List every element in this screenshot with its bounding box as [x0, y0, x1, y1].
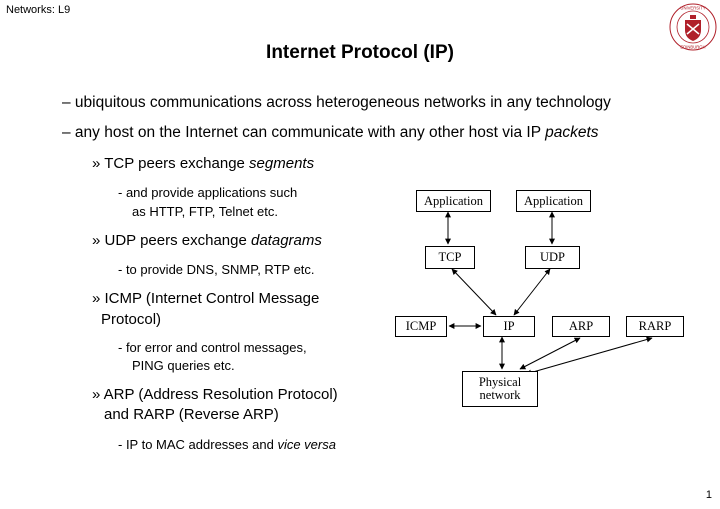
icmp-label: ICMP	[405, 319, 437, 333]
bullet-ubiquitous: – ubiquitous communications across heter…	[62, 94, 611, 111]
segments-word: segments	[249, 155, 315, 172]
bullet-icmp-1: » ICMP (Internet Control Message	[92, 290, 320, 307]
application-label-left: Application	[423, 194, 483, 208]
udp-label: UDP	[539, 250, 565, 264]
physical-label: Physical	[478, 375, 522, 389]
application-box-right: Application	[516, 190, 591, 212]
rarp-box: RARP	[626, 316, 684, 337]
arp-box: ARP	[552, 316, 610, 337]
tcp-box: TCP	[425, 246, 475, 269]
tcp-sub-2: as HTTP, FTP, Telnet etc.	[132, 204, 278, 219]
page-number: 1	[705, 489, 712, 501]
tcp-sub-1: - and provide applications such	[118, 185, 298, 200]
packets-word: packets	[545, 124, 599, 141]
svg-text:UNIVERSITY: UNIVERSITY	[680, 6, 705, 11]
udp-sub-1: - to provide DNS, SNMP, RTP etc.	[118, 262, 315, 277]
protocol-stack-diagram: Application Application TCP UDP ICMP IP …	[380, 180, 710, 420]
university-crest-icon: UNIVERSITY EDINBURGH	[669, 3, 717, 51]
arp-sub: - IP to MAC addresses and vice versa	[118, 437, 336, 452]
physical-network-box: Physical network	[462, 371, 538, 407]
arp-sub-text: - IP to MAC addresses and	[118, 437, 278, 452]
bullet-arp-2: and RARP (Reverse ARP)	[104, 406, 279, 423]
application-box-left: Application	[416, 190, 491, 212]
bullet-any-host: – any host on the Internet can communica…	[62, 124, 599, 142]
bullet-arp-1: » ARP (Address Resolution Protocol)	[92, 386, 338, 403]
bullet-tcp: » TCP peers exchange segments	[92, 155, 314, 172]
network-label: network	[479, 388, 521, 402]
diagram-arrows	[445, 211, 653, 376]
datagrams-word: datagrams	[251, 232, 322, 249]
ip-box: IP	[483, 316, 535, 337]
bullet-tcp-text: » TCP peers exchange	[92, 155, 250, 172]
icmp-box: ICMP	[395, 316, 447, 337]
bullet-udp: » UDP peers exchange datagrams	[92, 232, 322, 249]
application-label-right: Application	[523, 194, 583, 208]
page-title: Internet Protocol (IP)	[266, 42, 454, 63]
icmp-sub-2: PING queries etc.	[132, 358, 235, 373]
rarp-label: RARP	[638, 319, 672, 333]
bullet-any-host-text: – any host on the Internet can communica…	[62, 124, 541, 141]
course-header: Networks: L9	[6, 4, 71, 16]
bullet-udp-text: » UDP peers exchange	[92, 232, 251, 249]
tcp-label: TCP	[438, 250, 462, 264]
udp-box: UDP	[525, 246, 580, 269]
icmp-sub-1: - for error and control messages,	[118, 340, 307, 355]
svg-text:EDINBURGH: EDINBURGH	[680, 45, 705, 50]
arp-label: ARP	[568, 319, 594, 333]
ip-label: IP	[503, 319, 515, 333]
vice-versa-word: vice versa	[277, 437, 336, 452]
bullet-icmp-2: Protocol)	[101, 311, 162, 328]
